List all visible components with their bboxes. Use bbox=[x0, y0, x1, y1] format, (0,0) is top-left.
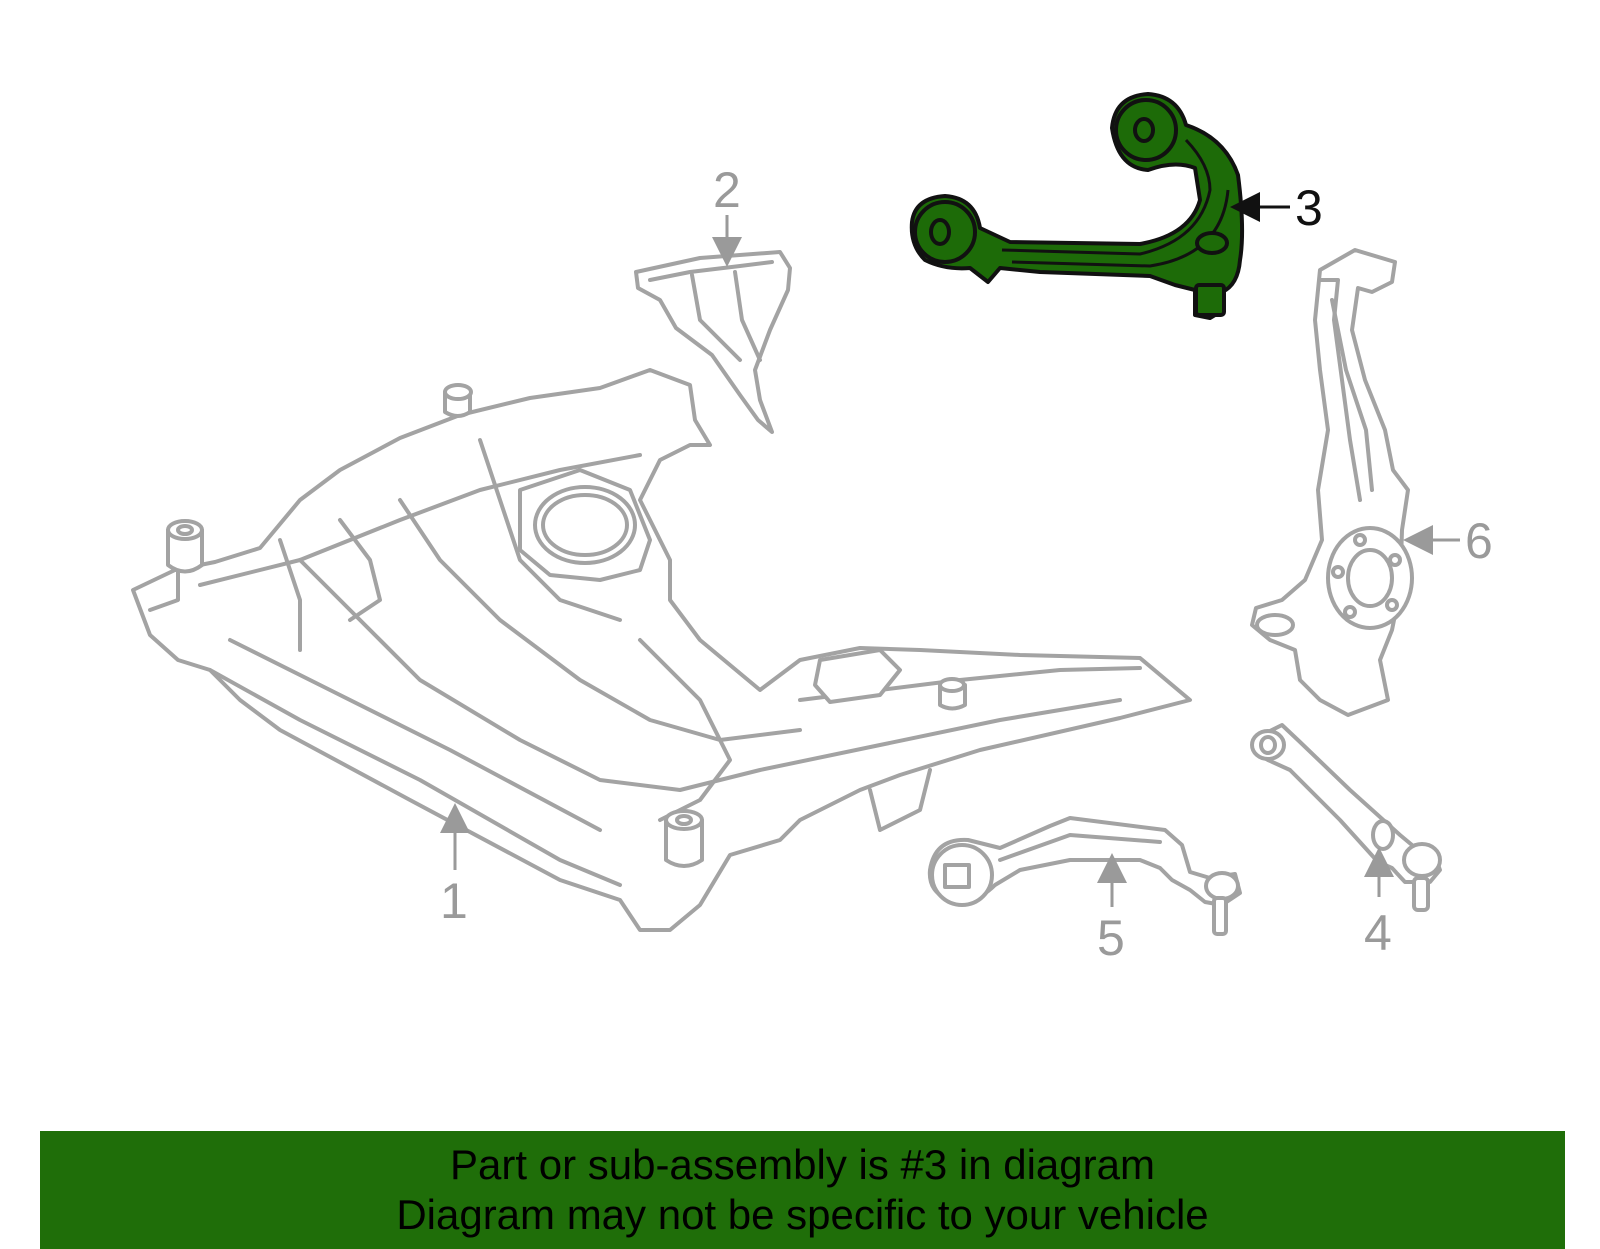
knuckle-part-6 bbox=[1250, 248, 1414, 717]
mount-post-rear bbox=[443, 383, 473, 418]
bracket-part-2 bbox=[634, 250, 792, 434]
lower-link-part-4 bbox=[1250, 723, 1442, 912]
parts-diagram: 1 2 3 4 5 6 bbox=[131, 92, 1493, 966]
lower-control-arm-part-5 bbox=[927, 816, 1242, 936]
callout-5: 5 bbox=[1097, 910, 1125, 966]
callout-2: 2 bbox=[713, 162, 741, 218]
mount-post-right bbox=[938, 677, 967, 711]
banner-line-2: Diagram may not be specific to your vehi… bbox=[396, 1191, 1209, 1238]
callout-3: 3 bbox=[1295, 180, 1323, 236]
callout-1: 1 bbox=[440, 873, 468, 929]
upper-control-arm-part-3 bbox=[909, 92, 1245, 320]
mount-post-front bbox=[664, 809, 704, 868]
banner-line-1: Part or sub-assembly is #3 in diagram bbox=[450, 1141, 1155, 1188]
info-banner: Part or sub-assembly is #3 in diagram Di… bbox=[40, 1131, 1565, 1249]
callout-6: 6 bbox=[1465, 513, 1493, 569]
callout-4: 4 bbox=[1364, 905, 1392, 961]
subframe-part-1 bbox=[131, 368, 1192, 932]
mount-post-left bbox=[166, 519, 204, 574]
